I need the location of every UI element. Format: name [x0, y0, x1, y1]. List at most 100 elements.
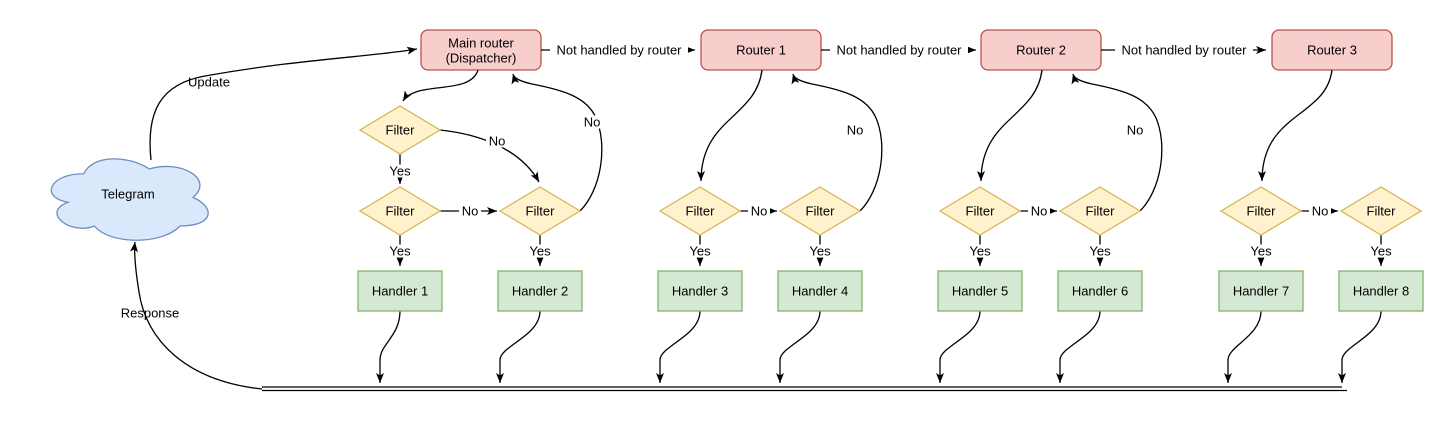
edge-router1-no-loop — [791, 73, 883, 212]
label-bg — [386, 244, 414, 258]
filter-node-top: Filter — [358, 105, 442, 155]
yes-label: Yes — [1250, 244, 1272, 259]
no-label: No — [1031, 204, 1048, 219]
telegram-cloud-node: Telegram — [50, 158, 209, 241]
edge-router2-to-filter — [977, 69, 1043, 182]
edge-h4-to-bus — [776, 310, 821, 383]
router-1-node: Router 1 — [700, 29, 822, 71]
filter-diamond — [1219, 186, 1303, 236]
yes-label: Yes — [1370, 244, 1392, 259]
handler-box — [657, 270, 743, 312]
filter-node-3: Filter — [658, 186, 742, 236]
filter-node-4: Filter — [778, 186, 862, 236]
filter-node-7: Filter — [1219, 186, 1303, 236]
label-bg — [486, 134, 508, 148]
label-bg — [459, 204, 481, 218]
edge-router3-to-filter — [1258, 69, 1333, 182]
handler-label: Handler 6 — [1072, 284, 1128, 299]
handler-box — [777, 270, 863, 312]
label-bg — [844, 123, 866, 137]
handler-label: Handler 8 — [1353, 284, 1409, 299]
no-label: No — [584, 115, 601, 130]
filter-label: Filter — [1367, 204, 1397, 219]
filter-label: Filter — [686, 204, 716, 219]
filter-label: Filter — [806, 204, 836, 219]
filter-node-1: Filter — [358, 186, 442, 236]
handler-node-8: Handler 8 — [1338, 270, 1424, 312]
no-label: No — [489, 134, 506, 149]
response-label: Response — [121, 306, 180, 321]
filter-label: Filter — [1247, 204, 1277, 219]
label-bg — [966, 244, 994, 258]
label-bg — [1086, 244, 1114, 258]
update-label: Update — [188, 75, 230, 90]
update-arrow — [149, 46, 418, 161]
label-bg — [806, 244, 834, 258]
edge-update: Update — [149, 46, 418, 161]
handler-node-4: Handler 4 — [777, 270, 863, 312]
response-bus — [262, 386, 1347, 392]
router-2-node: Router 2 — [980, 29, 1102, 71]
no-label: No — [1312, 204, 1329, 219]
no-label: No — [1127, 123, 1144, 138]
edge-router2-no-loop — [1071, 73, 1163, 212]
label-bg — [581, 115, 603, 129]
label-bg — [830, 43, 968, 57]
handler-box — [497, 270, 583, 312]
router-1-label: Router 1 — [736, 43, 786, 58]
no-label: No — [847, 123, 864, 138]
telegram-label: Telegram — [101, 187, 154, 202]
router-3-label: Router 3 — [1307, 43, 1357, 58]
filter-diamond — [358, 186, 442, 236]
handler-label: Handler 1 — [372, 284, 428, 299]
not-handled-label-1: Not handled by router — [556, 43, 682, 58]
label-bg — [1124, 123, 1146, 137]
filter-diamond — [1339, 186, 1423, 236]
edge-dispatcher-to-filter — [402, 69, 479, 102]
label-bg — [1028, 204, 1050, 218]
filter-node-2: Filter — [498, 186, 582, 236]
handler-node-1: Handler 1 — [357, 270, 443, 312]
router-3-node: Router 3 — [1271, 29, 1393, 71]
label-bg — [686, 244, 714, 258]
not-handled-label-3: Not handled by router — [1121, 43, 1247, 58]
filter-node-8: Filter — [1339, 186, 1423, 236]
edge-h2-to-bus — [496, 310, 541, 383]
no-label: No — [462, 204, 479, 219]
edge-not-handled-2: Not handled by router — [821, 43, 976, 58]
handler-label: Handler 5 — [952, 284, 1008, 299]
handler-node-2: Handler 2 — [497, 270, 583, 312]
edge-h3-to-bus — [656, 310, 701, 383]
filter-diamond — [938, 186, 1022, 236]
filter-node-6: Filter — [1058, 186, 1142, 236]
dispatcher-node: Main router (Dispatcher) — [420, 29, 542, 71]
edge-router1-to-filter — [697, 69, 763, 182]
edge-h6-to-bus — [1056, 310, 1101, 383]
yes-label: Yes — [389, 164, 411, 179]
yes-label: Yes — [689, 244, 711, 259]
filter-label: Filter — [386, 204, 416, 219]
dispatcher-label-line2: (Dispatcher) — [446, 51, 517, 66]
edge-h8-to-bus — [1338, 310, 1382, 383]
yes-label: Yes — [389, 244, 411, 259]
handler-node-5: Handler 5 — [937, 270, 1023, 312]
label-bg — [1367, 244, 1395, 258]
handler-label: Handler 2 — [512, 284, 568, 299]
label-bg — [1309, 204, 1331, 218]
not-handled-label-2: Not handled by router — [836, 43, 962, 58]
handler-node-6: Handler 6 — [1057, 270, 1143, 312]
yes-label: Yes — [969, 244, 991, 259]
filter-diamond — [658, 186, 742, 236]
filter-diamond — [358, 105, 442, 155]
handler-box — [1057, 270, 1143, 312]
edge-response: Response — [121, 241, 263, 390]
yes-label: Yes — [1089, 244, 1111, 259]
label-bg — [386, 164, 414, 178]
filter-label: Filter — [386, 123, 416, 138]
handler-node-7: Handler 7 — [1218, 270, 1304, 312]
handler-label: Handler 3 — [672, 284, 728, 299]
handler-box — [1218, 270, 1304, 312]
filter-diamond — [778, 186, 862, 236]
cloud-icon — [50, 158, 209, 241]
